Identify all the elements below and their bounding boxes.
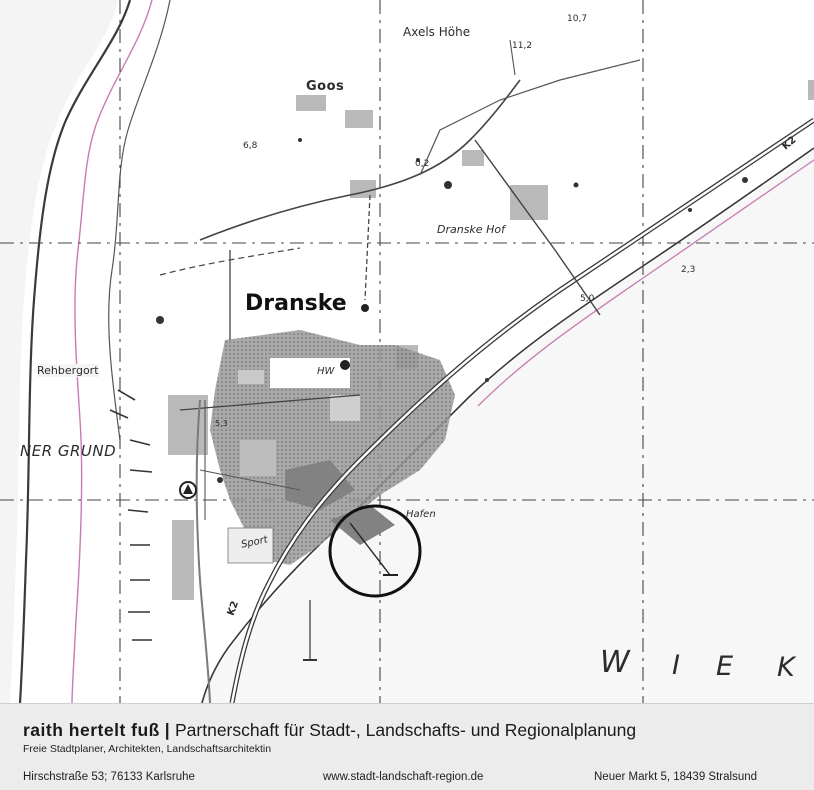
built-up-area bbox=[210, 330, 455, 565]
spot-height-2-3: 2,3 bbox=[681, 265, 696, 275]
spot-height-10-7: 10,7 bbox=[567, 14, 588, 24]
map-symbols bbox=[156, 138, 748, 483]
sports-field bbox=[227, 527, 274, 564]
trig-point-icon bbox=[179, 481, 197, 499]
label-axels-hoehe: Axels Höhe bbox=[403, 25, 471, 39]
site-marker[interactable] bbox=[328, 504, 422, 598]
map-canvas bbox=[0, 0, 814, 703]
firm-subtitle: Freie Stadtplaner, Architekten, Landscha… bbox=[23, 743, 272, 755]
west-shore-line bbox=[71, 0, 153, 703]
address-karlsruhe: Hirschstraße 53; 76133 Karlsruhe bbox=[23, 771, 195, 783]
label-goos: Goos bbox=[306, 79, 345, 94]
label-rehbergort: Rehbergort bbox=[37, 364, 99, 377]
spot-height-0-2: 0,2 bbox=[415, 159, 430, 169]
label-ner-grund: NER GRUND bbox=[20, 442, 117, 460]
firm-name: raith hertelt fuß bbox=[23, 720, 160, 740]
label-wiek-e: E bbox=[716, 651, 734, 682]
label-dranske: Dranske bbox=[245, 291, 347, 316]
label-wiek-i: I bbox=[672, 650, 680, 681]
west-inland-line bbox=[108, 0, 171, 441]
coastal-track bbox=[195, 399, 211, 703]
website-link[interactable]: www.stadt-landschaft-region.de bbox=[323, 771, 484, 783]
roads bbox=[159, 39, 814, 703]
spot-height-5-0: 5,0 bbox=[580, 294, 595, 304]
label-hafen: Hafen bbox=[406, 509, 436, 520]
firm-separator: | bbox=[164, 720, 171, 740]
spot-height-6-8: 6,8 bbox=[243, 141, 258, 151]
address-stralsund: Neuer Markt 5, 18439 Stralsund bbox=[594, 771, 758, 783]
label-wiek-k: K bbox=[777, 652, 795, 683]
spot-height-11-2: 11,2 bbox=[512, 41, 533, 51]
firm-description: Partnerschaft für Stadt-, Landschafts- u… bbox=[175, 720, 637, 740]
west-coastline bbox=[18, 0, 132, 703]
spot-height-5-3: 5,3 bbox=[215, 419, 228, 428]
topographic-map[interactable]: Axels Höhe 10,7 11,2 Goos 6,8 0,2 Dransk… bbox=[0, 0, 814, 703]
label-hw: HW bbox=[317, 366, 335, 377]
label-dranske-hof: Dranske Hof bbox=[437, 223, 505, 236]
groynes bbox=[109, 389, 153, 641]
southeast-shore-pink bbox=[477, 159, 814, 407]
western-water bbox=[0, 0, 118, 703]
church-icon bbox=[340, 304, 369, 370]
firm-title: raith hertelt fuß | Partnerschaft für St… bbox=[23, 720, 636, 741]
firm-footer: raith hertelt fuß | Partnerschaft für St… bbox=[0, 703, 814, 790]
wiek-water bbox=[200, 150, 814, 703]
label-wiek-w: W bbox=[600, 645, 630, 680]
